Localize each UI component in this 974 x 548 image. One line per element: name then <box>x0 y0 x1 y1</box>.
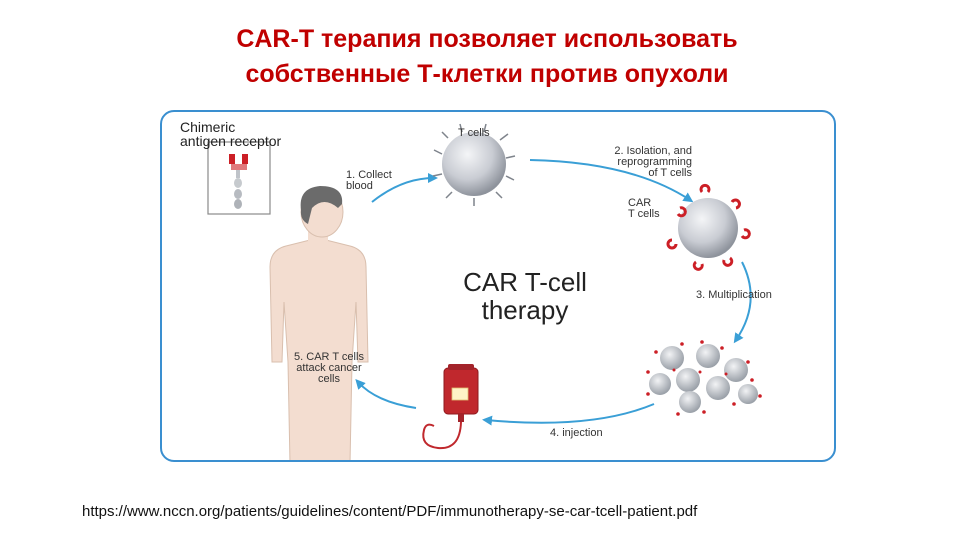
step-isolation-line-3: of T cells <box>648 167 692 179</box>
step-injection-label: 4. injection <box>550 427 603 439</box>
source-url: https://www.nccn.org/patients/guidelines… <box>82 503 698 520</box>
step-attack-line-2: attack cancer <box>296 362 362 374</box>
step-collect-line-1: 1. Collect <box>346 169 392 181</box>
receptor-label-line-1: Chimeric <box>180 119 236 135</box>
multiplied-car-t-cells-illustration <box>646 340 762 416</box>
arrow-multiplication <box>733 261 752 344</box>
t-cells-label: T cells <box>458 127 490 139</box>
step-collect-line-2: blood <box>346 180 373 192</box>
step-attack-label: 5. CAR T cells attack cancer cells <box>274 352 384 385</box>
receptor-label: Chimeric antigen receptor <box>180 120 281 148</box>
car-label-line-2: T cells <box>628 208 660 220</box>
car-t-cells-label: CAR T cells <box>628 198 660 220</box>
slide-title-line-2: собственные Т-клетки против опухоли <box>245 60 729 88</box>
blood-bag-illustration <box>422 364 479 450</box>
chimeric-antigen-receptor-illustration <box>207 141 271 215</box>
receptor-label-line-2: antigen receptor <box>180 133 282 149</box>
car-label-line-1: CAR <box>628 197 652 209</box>
arrow-collect-blood <box>371 173 438 203</box>
step-attack-line-3: cells <box>317 373 340 385</box>
patient-body-illustration <box>269 186 369 460</box>
diagram-center-title: CAR T-cell therapy <box>440 268 610 324</box>
step-collect-label: 1. Collect blood <box>346 170 392 192</box>
arrow-isolation <box>529 159 694 203</box>
diagram-center-title-line-2: therapy <box>481 295 569 325</box>
step-isolation-line-2: reprogramming <box>617 156 692 168</box>
step-attack-line-1: 5. CAR T cells <box>294 351 364 363</box>
step-isolation-label: 2. Isolation, and reprogramming of T cel… <box>552 146 692 179</box>
car-t-diagram-panel: Chimeric antigen receptor T cells 1. Col… <box>160 110 836 462</box>
diagram-artwork <box>207 123 762 460</box>
slide-title-line-1: CAR-T терапия позволяет использовать <box>236 25 738 53</box>
arrow-injection <box>482 403 655 426</box>
t-cell-illustration <box>432 123 516 206</box>
diagram-center-title-line-1: CAR T-cell <box>463 267 587 297</box>
arrow-attack <box>355 379 417 409</box>
step-multiplication-label: 3. Multiplication <box>696 289 772 301</box>
slide-title: CAR-T терапия позволяет использовать соб… <box>0 22 974 92</box>
car-t-cell-illustration <box>666 183 751 271</box>
step-isolation-line-1: 2. Isolation, and <box>614 145 692 157</box>
